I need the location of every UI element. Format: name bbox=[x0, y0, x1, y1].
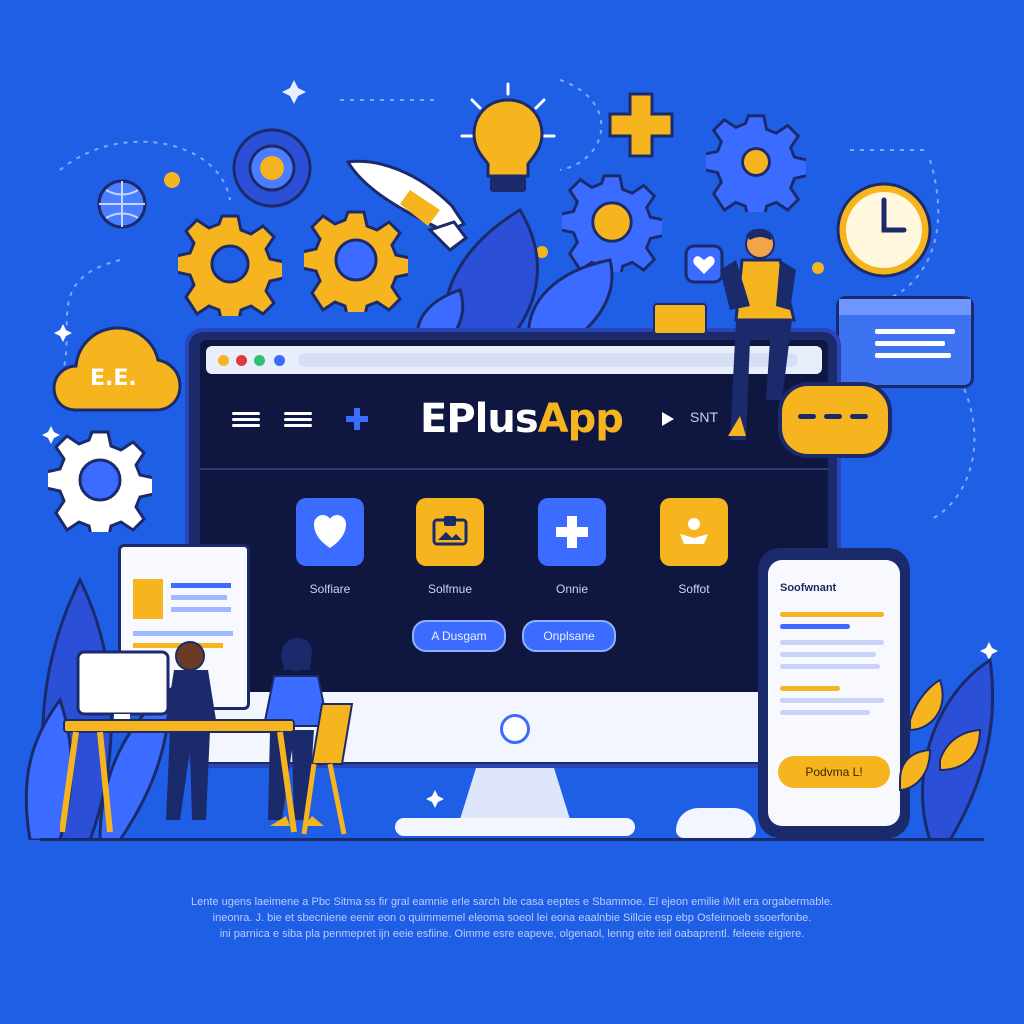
phone-text-bar bbox=[780, 698, 884, 703]
phone-text-bar bbox=[780, 686, 840, 691]
tile-solfiare[interactable] bbox=[296, 498, 364, 566]
floor-line bbox=[40, 838, 984, 841]
monitor-base bbox=[395, 818, 635, 836]
desk-scene bbox=[60, 638, 354, 835]
header-divider bbox=[200, 468, 828, 470]
cloud-icon bbox=[52, 326, 182, 412]
webcam-icon bbox=[500, 714, 530, 744]
plus-icon bbox=[608, 92, 674, 158]
app-window: EPlusApp SNT Solfiare Solfmue Onnie bbox=[200, 340, 828, 692]
footer-line: ini parnica e siba pla penmepret ijn eei… bbox=[219, 928, 805, 940]
tile-label: Onnie bbox=[555, 582, 589, 596]
play-icon[interactable] bbox=[662, 412, 674, 426]
gear-icon bbox=[178, 214, 282, 316]
tile-onnie[interactable] bbox=[538, 498, 606, 566]
monitor-stand bbox=[460, 768, 570, 818]
phone-screen: Soofwnant Podvma L! bbox=[768, 560, 900, 826]
chat-bubble-icon bbox=[778, 382, 892, 458]
app-title-part2: App bbox=[537, 396, 624, 442]
browser-toolbar bbox=[206, 346, 822, 374]
gear-icon bbox=[304, 210, 408, 312]
phone-text-bar bbox=[780, 612, 884, 617]
address-bar[interactable] bbox=[298, 353, 798, 367]
info-card bbox=[836, 296, 974, 388]
tile-label: Solfiare bbox=[309, 582, 351, 596]
heart-badge-icon bbox=[684, 244, 724, 284]
window-dot-yellow[interactable] bbox=[218, 355, 229, 366]
footer-line: Lente ugens laeimene a Pbc Sitma ss fir … bbox=[191, 896, 833, 908]
plant-decor bbox=[899, 657, 995, 840]
menu-icon[interactable] bbox=[232, 412, 260, 428]
phone-text-bar bbox=[780, 652, 876, 657]
plus-icon bbox=[556, 516, 588, 548]
mouse-icon bbox=[676, 808, 756, 838]
people-icon bbox=[680, 518, 708, 544]
clock-icon bbox=[836, 182, 932, 278]
header-label: SNT bbox=[690, 409, 718, 425]
phone-text-bar bbox=[780, 640, 884, 645]
app-title-part1: EPlus bbox=[420, 396, 539, 442]
cloud-label: E.E. bbox=[90, 366, 137, 391]
leaves-decor bbox=[415, 207, 614, 350]
gear-icon bbox=[706, 114, 806, 212]
gear-icon bbox=[232, 128, 312, 208]
phone-text-bar bbox=[780, 664, 880, 669]
add-icon[interactable] bbox=[344, 406, 370, 432]
image-card-icon bbox=[432, 516, 468, 546]
gear-icon bbox=[48, 430, 152, 532]
gear-icon bbox=[562, 174, 662, 272]
globe-icon bbox=[97, 179, 147, 229]
heart-shield-icon bbox=[314, 515, 346, 548]
lightbulb-icon bbox=[460, 82, 556, 192]
footer-text: Lente ugens laeimene a Pbc Sitma ss fir … bbox=[96, 894, 928, 942]
window-dot-blue[interactable] bbox=[274, 355, 285, 366]
primary-button[interactable]: A Dusgam bbox=[412, 620, 506, 652]
window-dot-red[interactable] bbox=[236, 355, 247, 366]
tile-solfmue[interactable] bbox=[416, 498, 484, 566]
app-title: EPlusApp bbox=[420, 396, 624, 442]
footer-line: ineonra. J. bie et sbecniene eenir eon o… bbox=[212, 912, 812, 924]
menu-icon[interactable] bbox=[284, 412, 312, 428]
tile-label: Soffot bbox=[678, 582, 710, 596]
person-on-monitor bbox=[653, 228, 796, 440]
phone-text-bar bbox=[780, 710, 870, 715]
phone-cta-button[interactable]: Podvma L! bbox=[778, 756, 890, 788]
rocket-icon bbox=[345, 159, 469, 252]
phone-title: Soofwnant bbox=[780, 582, 837, 594]
secondary-button[interactable]: Onplsane bbox=[522, 620, 616, 652]
tile-label: Solfmue bbox=[427, 582, 473, 596]
phone-text-bar bbox=[780, 624, 850, 629]
window-dot-green[interactable] bbox=[254, 355, 265, 366]
tile-soffot[interactable] bbox=[660, 498, 728, 566]
